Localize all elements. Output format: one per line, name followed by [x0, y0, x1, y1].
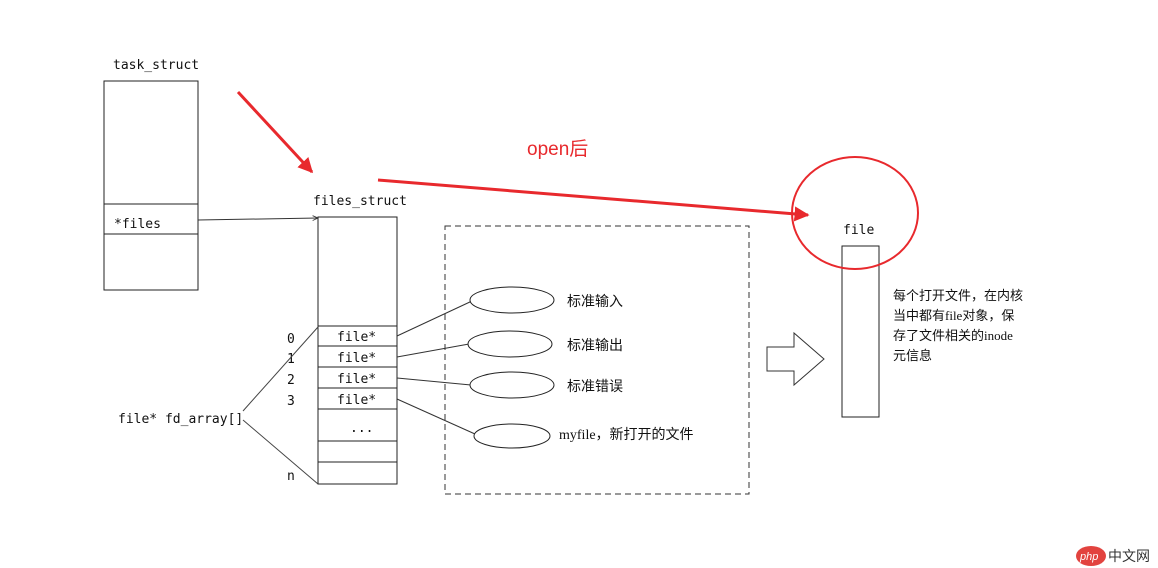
task-struct-label: task_struct [113, 58, 199, 73]
stdout-label: 标准输出 [567, 338, 623, 354]
fd-cell-ellipsis: ... [350, 421, 373, 436]
files-struct-box [317, 216, 398, 485]
stream-connectors [396, 300, 476, 435]
red-arrow-to-files-struct [236, 90, 314, 174]
file-description-line-4: 元信息 [893, 348, 932, 363]
fd-index-0: 0 [287, 332, 295, 347]
stdout-ellipse [467, 330, 553, 358]
stderr-label: 标准错误 [567, 379, 623, 395]
fd-cell-3: file* [337, 393, 376, 408]
php-site-text: 中文网 [1108, 548, 1150, 564]
fd-index-2: 2 [287, 373, 295, 388]
files-pointer-arrow [197, 218, 318, 220]
stdin-label: 标准输入 [567, 294, 623, 310]
file-description-line-3: 存了文件相关的inode [893, 328, 1013, 343]
myfile-ellipse [473, 423, 551, 449]
file-description-line-1: 每个打开文件，在内核 [893, 288, 1023, 303]
open-streams-box [444, 225, 750, 495]
stdin-ellipse [469, 286, 555, 314]
file-label: file [843, 223, 874, 238]
fd-cell-0: file* [337, 330, 376, 345]
files-struct-label: files_struct [313, 194, 407, 209]
file-description-line-2: 当中都有file对象，保 [893, 308, 1014, 323]
php-cn-watermark: php 中文网 [1076, 546, 1150, 566]
php-logo-text: php [1079, 551, 1098, 563]
red-highlight-circle [791, 156, 919, 270]
fd-index-3: 3 [287, 394, 295, 409]
fd-cell-1: file* [337, 351, 376, 366]
myfile-label: myfile，新打开的文件 [559, 426, 694, 443]
hollow-arrow [766, 331, 825, 387]
php-logo-badge [1076, 546, 1106, 566]
stderr-ellipse [469, 371, 555, 399]
fd-array-brace [242, 326, 319, 485]
fd-array-label: file* fd_array[] [118, 412, 243, 427]
fd-index-1: 1 [287, 352, 295, 367]
task-struct-box [103, 80, 199, 291]
file-object-box [841, 245, 880, 418]
files-pointer-field: *files [114, 217, 161, 232]
open-annotation: open后 [527, 138, 588, 160]
red-arrow-to-file [377, 178, 810, 222]
fd-index-n: n [287, 469, 295, 484]
fd-cell-2: file* [337, 372, 376, 387]
